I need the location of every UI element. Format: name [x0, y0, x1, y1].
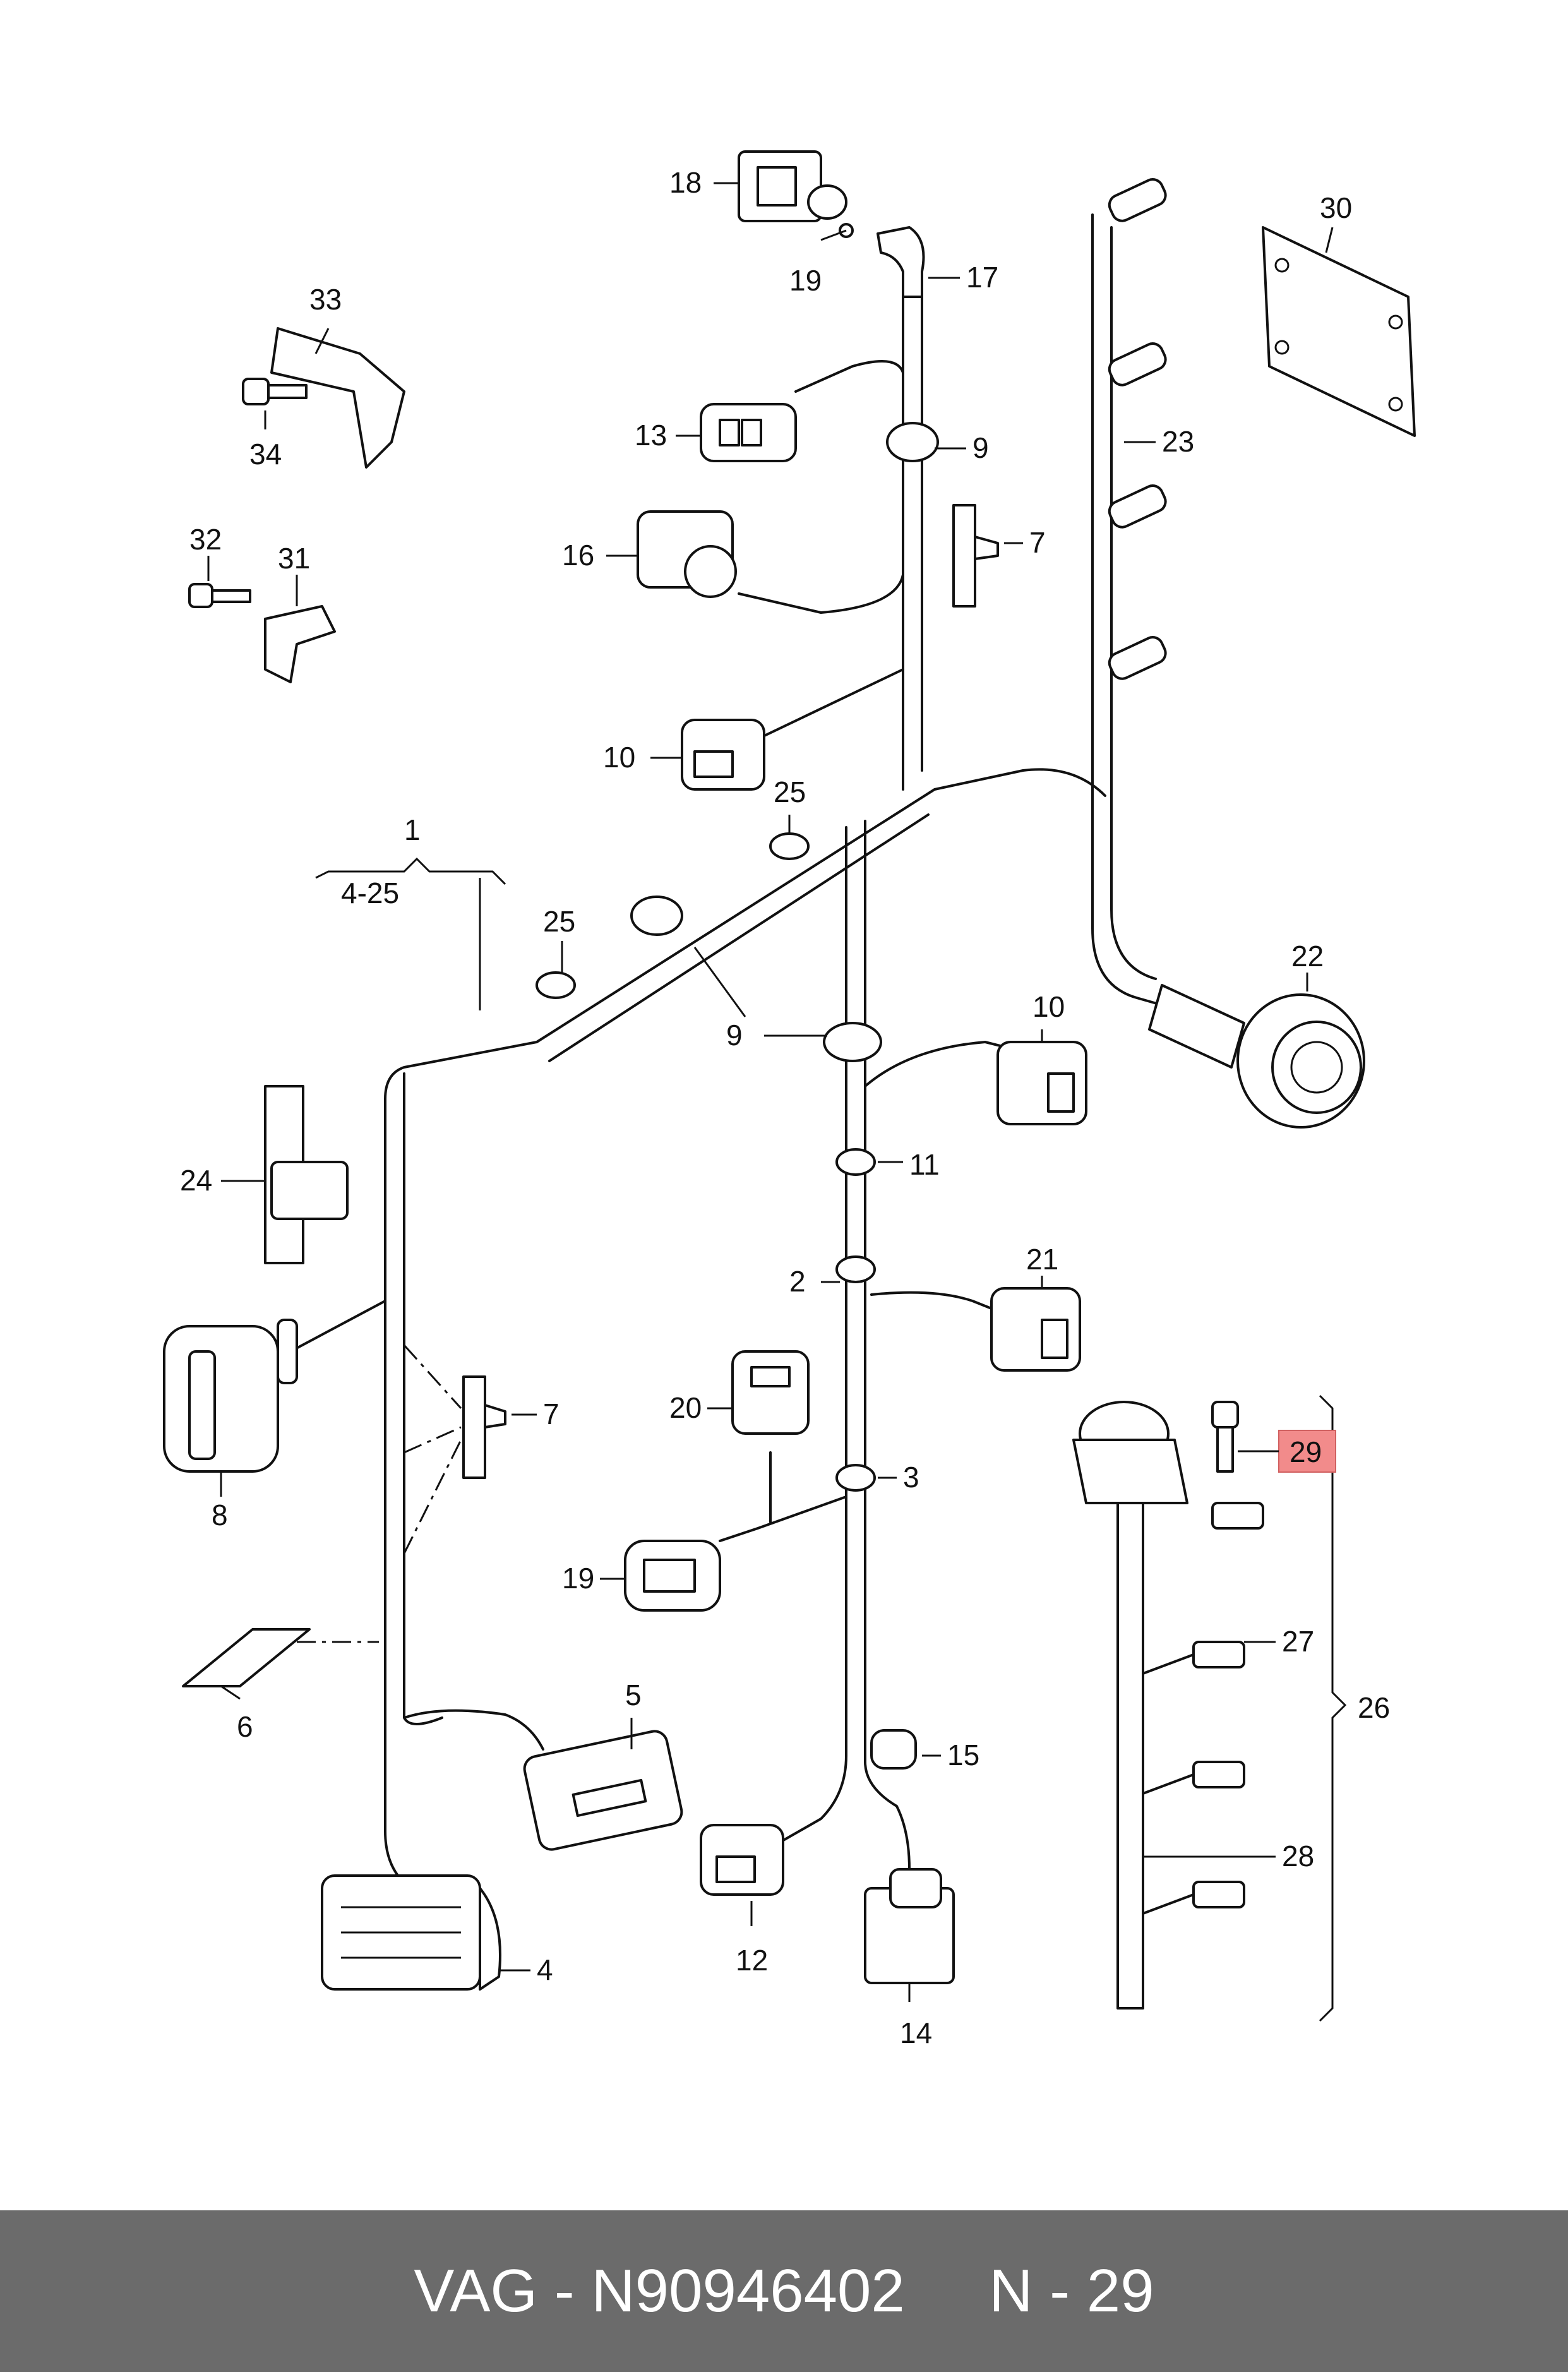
connector-10-mid	[996, 1041, 1087, 1125]
part-number-text: VAG - N90946402 N - 29	[414, 2257, 1154, 2325]
callout-22: 22	[1291, 940, 1324, 973]
callout-25-left: 25	[543, 905, 575, 938]
wiring-harness-diagram: 18 19 17 33 30 13 9 23 34 32 31 16 7 10 …	[163, 150, 1416, 2049]
connector-10-top	[681, 719, 765, 791]
callout-28: 28	[1282, 1840, 1314, 1872]
callout-12: 12	[736, 1944, 768, 1977]
connector-4	[321, 1874, 501, 1991]
sensor-18	[738, 150, 854, 238]
callout-3: 3	[903, 1461, 919, 1494]
callout-26: 26	[1358, 1691, 1390, 1724]
connector-13	[700, 403, 797, 462]
callout-5: 5	[625, 1679, 642, 1711]
bracket-33	[270, 327, 405, 469]
callout-30: 30	[1320, 191, 1352, 224]
callout-7-left: 7	[543, 1398, 560, 1430]
leader-lines	[207, 182, 1334, 2002]
callout-2: 2	[789, 1265, 806, 1298]
callout-32: 32	[189, 523, 222, 556]
callout-10-top: 10	[603, 741, 635, 774]
sensor-assembly-26	[1072, 1401, 1264, 2010]
cable-23-plugs	[1108, 178, 1167, 680]
callout-8: 8	[212, 1499, 228, 1531]
callout-4: 4	[537, 1953, 553, 1986]
callout-13: 13	[635, 419, 667, 452]
connector-8	[163, 1319, 298, 1473]
callout-14: 14	[900, 2016, 932, 2049]
bolt-34	[242, 378, 308, 405]
callout-1-range: 4-25	[341, 877, 399, 909]
bracket-31	[264, 605, 336, 683]
callout-29: 29	[1290, 1435, 1322, 1468]
elbow-17	[877, 226, 925, 298]
callout-23: 23	[1162, 425, 1194, 458]
callout-31: 31	[278, 542, 310, 575]
main-harness	[289, 213, 1182, 1890]
plate-30	[1262, 226, 1416, 437]
part-number-footer: VAG - N90946402 N - 29	[0, 2210, 1568, 2372]
callout-7-top: 7	[1029, 526, 1046, 559]
callout-9-top: 9	[973, 431, 989, 464]
connector-22	[1148, 984, 1365, 1129]
group-bracket-1	[315, 857, 506, 885]
callout-21: 21	[1026, 1243, 1058, 1276]
clip-7-top	[952, 504, 999, 608]
callout-19-lower: 19	[562, 1562, 594, 1595]
callout-9-mid: 9	[726, 1019, 743, 1051]
callout-34: 34	[249, 438, 282, 470]
callout-17: 17	[966, 261, 998, 294]
callout-20: 20	[669, 1391, 702, 1424]
callout-15: 15	[947, 1739, 979, 1771]
callout-33: 33	[309, 283, 342, 316]
callout-labels: 18 19 17 33 30 13 9 23 34 32 31 16 7 10 …	[180, 166, 1390, 2049]
holder-24	[264, 1085, 349, 1264]
callout-29-highlight	[1278, 1430, 1336, 1473]
callout-24: 24	[180, 1164, 212, 1197]
connector-21	[990, 1287, 1081, 1372]
callout-27: 27	[1282, 1625, 1314, 1658]
callout-16: 16	[562, 539, 594, 572]
connector-16	[637, 510, 737, 598]
callout-25-right: 25	[774, 776, 806, 808]
clip-15	[870, 1729, 917, 1770]
callout-6: 6	[237, 1710, 253, 1743]
connector-5	[523, 1730, 683, 1851]
connector-14	[864, 1868, 955, 1984]
bolt-32	[188, 583, 251, 608]
label-6	[182, 1628, 311, 1687]
connector-12	[700, 1824, 784, 1896]
cable-ties	[536, 422, 939, 1492]
clip-7-left	[462, 1375, 506, 1479]
callout-18: 18	[669, 166, 702, 199]
callout-10-mid: 10	[1032, 990, 1065, 1023]
group-bracket-26	[1319, 1394, 1347, 2022]
bolt-29	[1211, 1401, 1239, 1473]
connector-19-lower	[624, 1540, 721, 1612]
callout-1: 1	[404, 813, 421, 846]
connector-20	[731, 1350, 810, 1435]
callout-11: 11	[909, 1148, 940, 1181]
callout-19-top: 19	[789, 264, 822, 297]
